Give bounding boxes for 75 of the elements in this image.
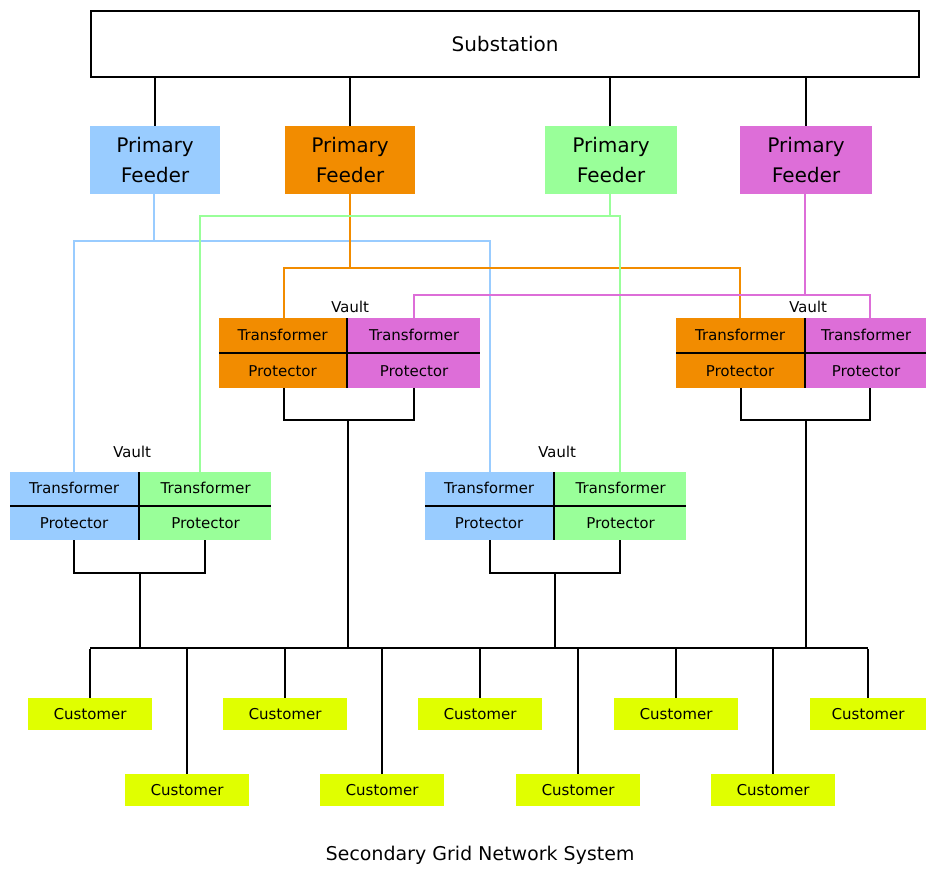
node-label: Primary Feeder bbox=[766, 132, 846, 189]
transformer-protector-box bbox=[555, 472, 686, 540]
protector-label: Protector bbox=[378, 360, 450, 382]
node-label: Primary Feeder bbox=[571, 132, 651, 189]
connector-line bbox=[805, 78, 807, 126]
customer-box bbox=[320, 774, 444, 806]
node-label: Customer bbox=[540, 780, 616, 801]
transformer-label: Transformer bbox=[425, 472, 553, 507]
customer-box bbox=[418, 698, 542, 730]
customer-box bbox=[516, 774, 640, 806]
connector-line bbox=[772, 649, 774, 774]
connector-line bbox=[89, 649, 91, 698]
connector-line bbox=[349, 78, 351, 126]
connector-line bbox=[186, 649, 188, 774]
node-label: Primary Feeder bbox=[115, 132, 195, 189]
protector-label: Protector bbox=[704, 360, 776, 382]
protector-label: Protector bbox=[170, 513, 241, 534]
transformer-label: Transformer bbox=[676, 318, 804, 354]
transformer-label: Transformer bbox=[219, 318, 346, 354]
feeder-box bbox=[90, 126, 220, 194]
transformer-protector-box bbox=[219, 318, 348, 388]
feeder-box bbox=[740, 126, 872, 194]
connector-line bbox=[554, 540, 621, 647]
node-label: Customer bbox=[344, 780, 420, 801]
customer-box bbox=[125, 774, 249, 806]
transformer-label: Transformer bbox=[140, 472, 271, 507]
protector-label: Protector bbox=[38, 513, 110, 534]
node-label: Customer bbox=[638, 704, 714, 725]
connector-line bbox=[805, 388, 871, 647]
node-label: Customer bbox=[52, 704, 128, 725]
protector-label: Protector bbox=[830, 360, 902, 382]
vault-label: Vault bbox=[331, 298, 369, 316]
connector-line bbox=[284, 649, 286, 698]
connector-line bbox=[609, 194, 621, 472]
caption: Secondary Grid Network System bbox=[326, 842, 634, 867]
transformer-protector-box bbox=[425, 472, 555, 540]
vault-label: Vault bbox=[113, 443, 151, 461]
connector-line bbox=[154, 78, 156, 126]
connector-line bbox=[139, 540, 206, 647]
substation-box bbox=[90, 10, 920, 78]
feeder-box bbox=[285, 126, 415, 194]
protector-label: Protector bbox=[247, 360, 318, 382]
node-label: Customer bbox=[736, 780, 810, 801]
node-label: Customer bbox=[248, 704, 322, 725]
connector-line bbox=[381, 649, 383, 774]
node-label: Primary Feeder bbox=[310, 132, 390, 189]
transformer-label: Transformer bbox=[806, 318, 926, 354]
customer-box bbox=[810, 698, 926, 730]
vault-label: Vault bbox=[789, 298, 827, 316]
transformer-protector-box bbox=[140, 472, 271, 540]
vault-label: Vault bbox=[538, 443, 576, 461]
connector-line bbox=[867, 649, 869, 698]
node-label: Customer bbox=[830, 704, 906, 725]
customer-box bbox=[28, 698, 152, 730]
transformer-protector-box bbox=[676, 318, 806, 388]
feeder-box bbox=[545, 126, 677, 194]
transformer-protector-box bbox=[348, 318, 480, 388]
transformer-label: Transformer bbox=[555, 472, 686, 507]
connector-line bbox=[675, 649, 677, 698]
transformer-protector-box bbox=[806, 318, 926, 388]
transformer-label: Transformer bbox=[348, 318, 480, 354]
node-label: Customer bbox=[150, 780, 224, 801]
protector-label: Protector bbox=[585, 513, 656, 534]
transformer-protector-box bbox=[10, 472, 140, 540]
customer-box bbox=[614, 698, 738, 730]
node-label: Substation bbox=[450, 31, 560, 58]
connector-line bbox=[479, 649, 481, 698]
transformer-label: Transformer bbox=[10, 472, 138, 507]
customer-box bbox=[223, 698, 347, 730]
connector-line bbox=[577, 649, 579, 774]
connector-line bbox=[347, 388, 415, 647]
protector-label: Protector bbox=[454, 513, 524, 534]
customer-box bbox=[711, 774, 835, 806]
connector-line bbox=[609, 78, 611, 126]
node-label: Customer bbox=[442, 704, 518, 725]
